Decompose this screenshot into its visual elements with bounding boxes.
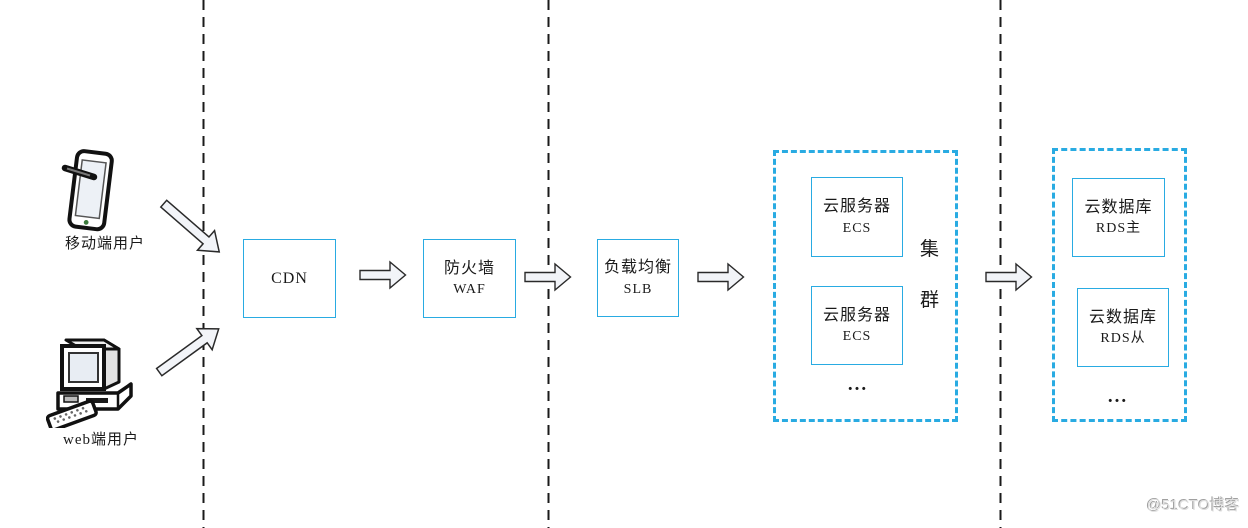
arrow-cdn-to-waf-icon — [359, 260, 407, 290]
node-rds-slave: 云数据库 RDS从 — [1077, 288, 1169, 367]
rds-more-ellipsis: ... — [1107, 386, 1129, 407]
arrow-slb-to-cluster-icon — [697, 262, 745, 292]
node-rds-master-label: 云数据库 — [1084, 198, 1153, 216]
watermark: @51CTO博客 — [1146, 497, 1240, 514]
mobile-device-icon — [61, 149, 114, 232]
node-rds-master: 云数据库 RDS主 — [1072, 178, 1165, 257]
node-slb-label: 负载均衡 — [603, 259, 672, 276]
node-cdn-label: CDN — [271, 269, 308, 287]
web-flow-arrow-icon — [155, 327, 220, 377]
desktop-computer-icon — [46, 338, 133, 428]
cluster-label-top: 集 — [920, 239, 940, 260]
node-ecs-2-sublabel: ECS — [842, 329, 872, 345]
node-ecs-2-label: 云服务器 — [822, 306, 891, 324]
node-slb: 负载均衡 SLB — [597, 239, 679, 317]
cluster-label-bottom: 群 — [920, 290, 940, 311]
rds-group-container — [1052, 148, 1187, 422]
cluster-more-ellipsis: ... — [847, 374, 869, 395]
node-ecs-1: 云服务器 ECS — [811, 177, 903, 257]
node-waf-label: 防火墙 — [443, 259, 495, 277]
web-user-label: web端用户 — [63, 432, 139, 448]
node-ecs-1-sublabel: ECS — [842, 220, 872, 236]
node-rds-slave-label: 云数据库 — [1088, 308, 1157, 326]
node-waf: 防火墙 WAF — [423, 239, 516, 318]
ecs-cluster-container — [773, 150, 958, 422]
arrow-waf-to-slb-icon — [524, 262, 572, 292]
mobile-user-label: 移动端用户 — [64, 236, 145, 252]
node-waf-sublabel: WAF — [453, 282, 486, 298]
arrow-cluster-to-rds-icon — [985, 262, 1033, 292]
node-ecs-2: 云服务器 ECS — [811, 286, 903, 365]
node-rds-master-sublabel: RDS主 — [1095, 221, 1142, 237]
node-rds-slave-sublabel: RDS从 — [1100, 331, 1146, 347]
mobile-flow-arrow-icon — [159, 199, 221, 253]
node-cdn: CDN — [243, 239, 336, 318]
node-slb-sublabel: SLB — [623, 281, 653, 297]
node-ecs-1-label: 云服务器 — [822, 198, 891, 215]
